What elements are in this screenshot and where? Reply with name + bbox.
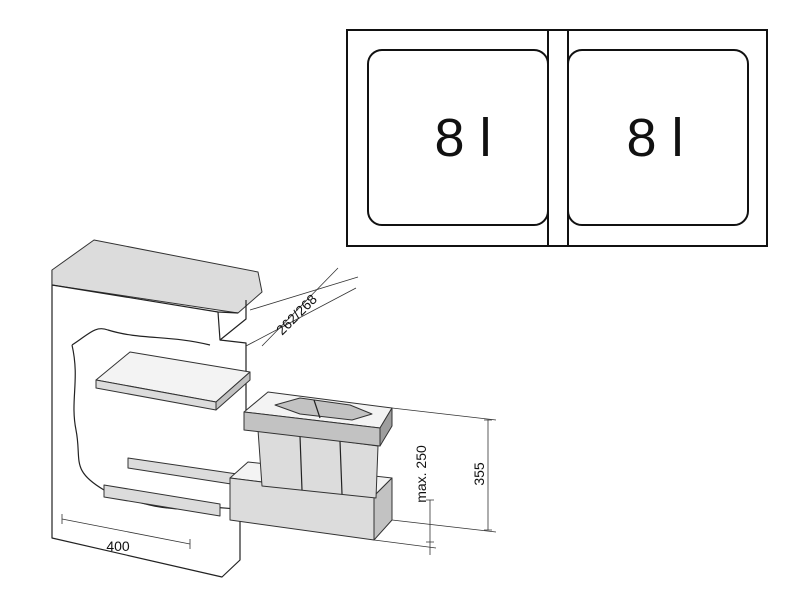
max-height-dimension-label: max. 250	[413, 445, 429, 503]
bin-body-divisions	[299, 435, 343, 495]
depth-dimension-label: 262/268	[273, 291, 320, 338]
right-bin-capacity: 8 l	[626, 108, 683, 168]
bin-top-view: 8 l 8 l	[346, 29, 768, 247]
cutaway-line	[71, 328, 241, 510]
center-divider	[547, 29, 569, 247]
cabinet-drawing: 400 262/268 355 max. 250	[51, 239, 497, 578]
height-dimension-ticks	[484, 419, 492, 531]
bin-divider-top	[313, 399, 321, 419]
worktop-front	[217, 300, 247, 341]
depth-extension-lines	[245, 276, 359, 347]
inner-panel	[219, 339, 247, 410]
shelf-side	[215, 371, 251, 411]
width-dimension-label: 400	[106, 538, 130, 554]
bin-openings	[274, 397, 373, 421]
width-dimension-line	[61, 518, 191, 545]
width-dimension-ticks	[61, 514, 191, 549]
height-dimension-label: 355	[471, 462, 487, 486]
height-extension-lines	[373, 407, 497, 549]
base-rail	[103, 484, 221, 517]
max-height-dimension-ticks	[426, 499, 434, 543]
bin-rim-side	[379, 407, 393, 447]
runner-rail	[127, 457, 245, 487]
left-bin-capacity: 8 l	[434, 108, 491, 168]
cabinet-outline	[51, 270, 241, 578]
depth-dimension-line	[261, 267, 339, 347]
